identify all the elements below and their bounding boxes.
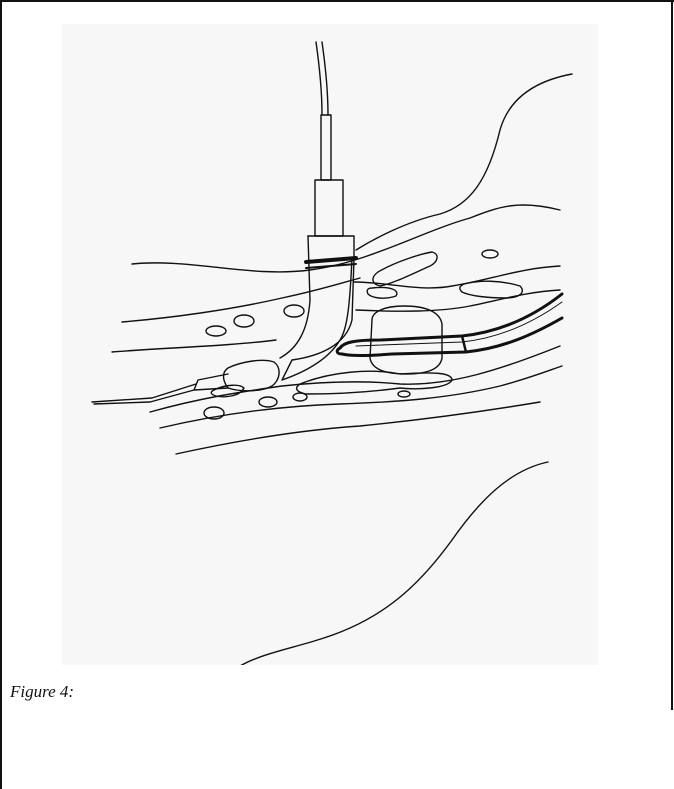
cell-1 [206,326,226,336]
cell-5 [259,397,277,407]
cell-3 [284,305,304,317]
cell-elongated-2 [367,287,397,298]
catheter-outer [340,294,562,348]
cable-line-2 [322,42,328,115]
tissue-mid-3 [112,340,276,352]
connector-body [315,180,343,236]
cell-elongated-1 [373,252,437,286]
frame-border-top [0,0,674,2]
needle-body [224,360,280,390]
cell-2 [234,315,254,327]
cell-8 [398,391,410,397]
figure-illustration [62,24,598,665]
catheter-joint [462,336,466,352]
figure-caption: Figure 4: [10,682,74,702]
needle-wire-2 [94,390,194,404]
tissue-upper [132,205,560,272]
tissue-curve-right [356,74,572,250]
cable-line [316,42,322,115]
frame-border-right [671,0,673,710]
cell-elongated-3 [460,281,522,298]
frame-border-left [0,0,2,789]
cell-7 [482,250,498,258]
catheter-tip [337,348,342,354]
cable-sheath [321,115,331,180]
tissue-lower-curve [240,462,548,665]
tissue-low-3 [176,402,540,454]
